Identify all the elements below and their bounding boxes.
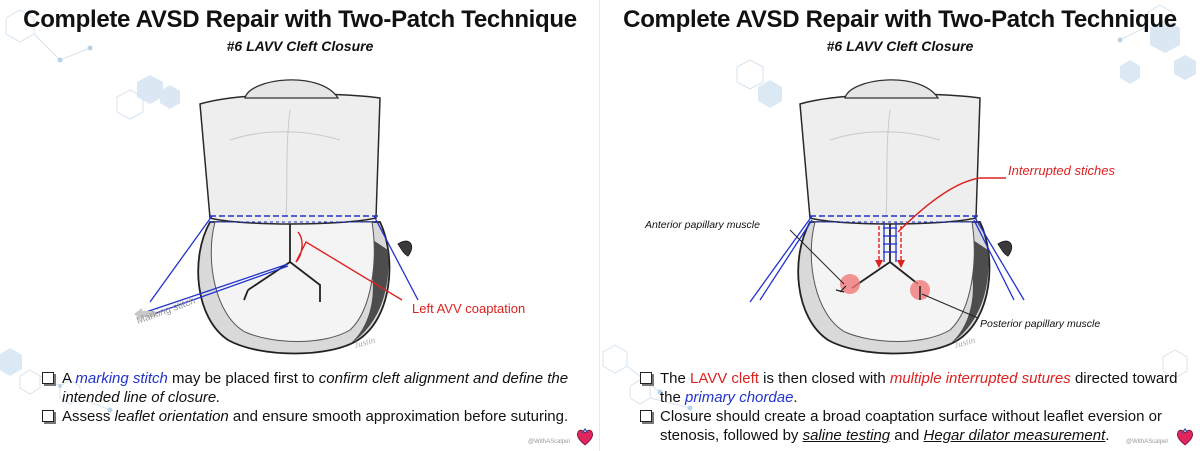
label-posterior-papillary: Posterior papillary muscle (980, 318, 1100, 330)
checkbox-icon (42, 410, 54, 422)
credit-text: @WithAScalpel (528, 439, 570, 445)
bullet-item: Assess leaflet orientation and ensure sm… (42, 407, 582, 426)
label-anterior-papillary: Anterior papillary muscle (644, 219, 760, 231)
saline-testing-highlight: saline testing (802, 427, 891, 444)
bullet-list: The LAVV cleft is then closed with multi… (640, 369, 1185, 445)
interrupted-sutures (883, 222, 897, 262)
slide-subtitle: #6 LAVV Cleft Closure (226, 38, 374, 54)
checkbox-icon (640, 410, 652, 422)
bullet-item: A marking stitch may be placed first to … (42, 369, 582, 407)
hexagon-decoration (602, 4, 1196, 411)
bullet-item: The LAVV cleft is then closed with multi… (640, 369, 1185, 407)
credit-text: @WithAScalpel (1126, 439, 1168, 445)
interrupted-sutures-highlight: multiple interrupted sutures (889, 370, 1071, 387)
interrupted-pointer (897, 177, 1006, 233)
slide-title: Complete AVSD Repair with Two-Patch Tech… (623, 6, 1177, 33)
anterior-papillary-dot (840, 274, 860, 294)
slide-right: Complete AVSD Repair with Two-Patch Tech… (600, 0, 1200, 451)
heart-illustration: Marking stitch Left AVV coaptation Justi… (134, 79, 525, 355)
coaptation-line (295, 231, 403, 301)
heart-illustration: Interrupted stiches Anterior papillary m… (644, 79, 1115, 355)
primary-chordae-highlight: primary chordae (685, 389, 794, 406)
checkbox-icon (640, 372, 652, 384)
slide-left: Complete AVSD Repair with Two-Patch Tech… (0, 6, 593, 446)
bullet-list: A marking stitch may be placed first to … (42, 369, 582, 426)
marking-stitch-highlight: marking stitch (75, 370, 168, 387)
suture-direction-arrows (878, 226, 902, 262)
heart-logo-icon (1177, 428, 1193, 446)
marking-sutures (145, 215, 419, 317)
label-left-avv: Left AVV coaptation (412, 301, 525, 316)
label-interrupted-stiches: Interrupted stiches (1008, 163, 1115, 178)
arrow-icon (134, 308, 155, 320)
leaflet-lines (243, 222, 321, 302)
hegar-dilator-highlight: Hegar dilator measurement (923, 427, 1106, 444)
slide-subtitle: #6 LAVV Cleft Closure (826, 38, 974, 54)
bullet-item: Closure should create a broad coaptation… (640, 407, 1185, 445)
lavv-cleft-highlight: LAVV cleft (690, 370, 759, 387)
slide-title: Complete AVSD Repair with Two-Patch Tech… (23, 6, 577, 33)
heart-logo-icon (577, 428, 593, 446)
checkbox-icon (42, 372, 54, 384)
